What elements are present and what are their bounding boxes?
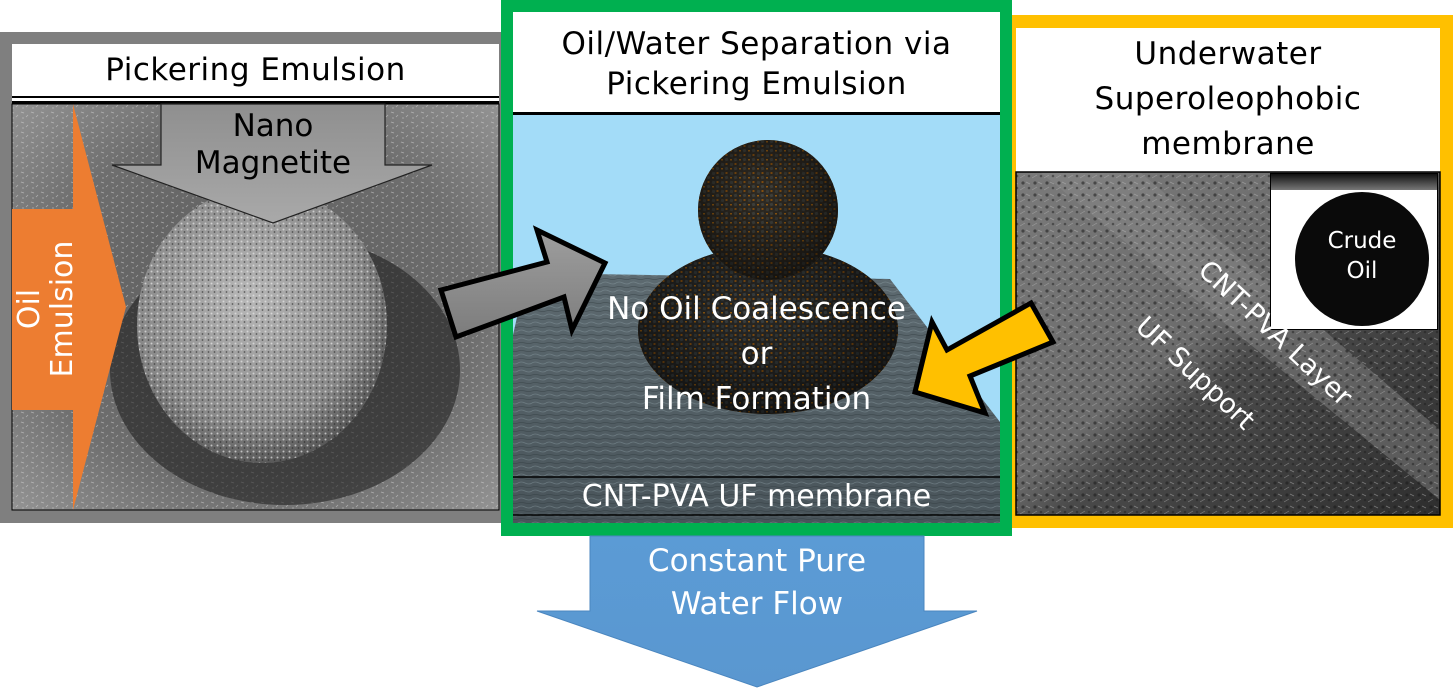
crude-oil-inset: Crude Oil bbox=[1270, 173, 1438, 330]
nano-magnetite-label: Nano Magnetite bbox=[161, 108, 385, 182]
crude-oil-label: Crude Oil bbox=[1315, 226, 1409, 286]
oil-emulsion-label: Oil Emulsion bbox=[12, 209, 80, 409]
crude-oil-droplet bbox=[1295, 192, 1429, 326]
no-coalescence-label: No Oil Coalescence or Film Formation bbox=[490, 287, 1023, 422]
water-flow-label-line2: Water Flow bbox=[670, 586, 844, 622]
center-title-rule bbox=[513, 112, 1000, 115]
right-panel-title: Underwater Superoleophobic membrane bbox=[1016, 28, 1440, 172]
right-title-line3: membrane bbox=[1141, 126, 1315, 162]
nano-magnetite-label-line2: Magnetite bbox=[194, 145, 352, 181]
right-title-line2: Superoleophobic bbox=[1094, 81, 1362, 117]
oil-emulsion-label-line1: Oil bbox=[12, 288, 47, 330]
crude-oil-label-line1: Crude bbox=[1327, 228, 1397, 254]
oil-emulsion-label-line2: Emulsion bbox=[45, 240, 80, 378]
center-panel-title: Oil/Water Separation via Pickering Emuls… bbox=[513, 12, 1000, 113]
membrane-label: CNT-PVA UF membrane bbox=[581, 479, 932, 514]
no-coalescence-line3: Film Formation bbox=[641, 381, 872, 417]
water-flow-label-line1: Constant Pure bbox=[647, 543, 867, 579]
no-coalescence-line1: No Oil Coalescence bbox=[607, 291, 906, 327]
left-panel-title: Pickering Emulsion bbox=[12, 44, 499, 96]
center-title-line2: Pickering Emulsion bbox=[606, 66, 907, 102]
no-coalescence-line2: or bbox=[740, 336, 773, 372]
needle-bar bbox=[1271, 174, 1437, 190]
water-flow-label: Constant Pure Water Flow bbox=[590, 540, 924, 626]
nano-magnetite-label-line1: Nano bbox=[232, 108, 314, 144]
right-title-line1: Underwater bbox=[1134, 36, 1322, 72]
crude-oil-label-line2: Oil bbox=[1346, 258, 1378, 284]
left-title-rule bbox=[12, 96, 499, 104]
center-title-line1: Oil/Water Separation via bbox=[561, 26, 952, 62]
